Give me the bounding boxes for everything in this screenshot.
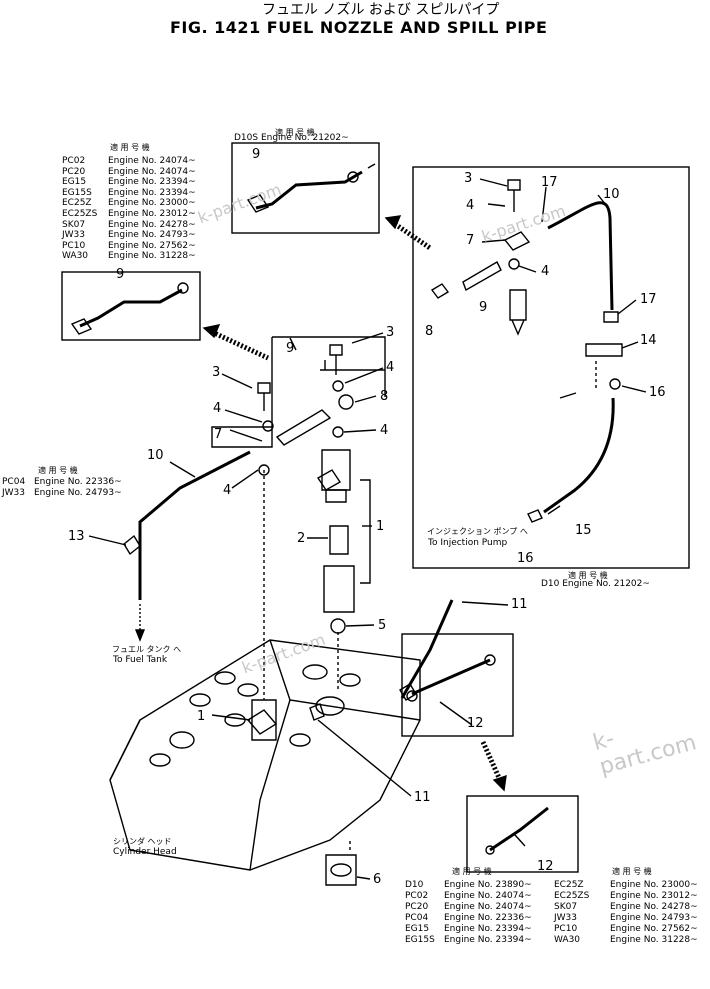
bottom-pipe-box xyxy=(466,795,579,873)
injection-pump-label-jp: インジェクション ポンプ へ xyxy=(427,527,528,536)
callout-1-head: 1 xyxy=(197,709,206,724)
title-japanese: フュエル ノズル および スピルパイプ xyxy=(262,2,500,18)
callout-11-top: 11 xyxy=(511,597,528,612)
right-box-heading: 適 用 号 機 xyxy=(568,571,608,580)
left-list-heading: 適 用 号 機 xyxy=(110,143,150,152)
callout-9-left-box: 9 xyxy=(116,267,125,282)
callout-12-bottom: 12 xyxy=(537,859,554,874)
cylinder-head-label-jp: シリンダ ヘッド xyxy=(113,837,172,846)
callout-8-right: 8 xyxy=(425,324,434,339)
callout-17-right-top: 17 xyxy=(541,175,558,190)
callout-4-left-a: 4 xyxy=(213,401,222,416)
callout-3-right: 3 xyxy=(464,171,473,186)
callout-4-left-b: 4 xyxy=(223,483,232,498)
callout-3-center: 3 xyxy=(386,325,395,340)
callout-11-bottom: 11 xyxy=(414,790,431,805)
callout-12-box: 12 xyxy=(467,716,484,731)
callout-15-right: 15 xyxy=(575,523,592,538)
callout-8-center: 8 xyxy=(380,389,389,404)
callout-4-right-a: 4 xyxy=(466,198,475,213)
callout-14-right: 14 xyxy=(640,333,657,348)
callout-17-right: 17 xyxy=(640,292,657,307)
callout-10-right: 10 xyxy=(603,187,620,202)
callout-1-nozzle: 1 xyxy=(376,519,385,534)
callout-4-center-a: 4 xyxy=(386,360,395,375)
callout-9-right: 9 xyxy=(479,300,488,315)
callout-7-center: 7 xyxy=(214,427,223,442)
callout-4-right-b: 4 xyxy=(541,264,550,279)
callout-5: 5 xyxy=(378,618,387,633)
callout-3-left: 3 xyxy=(212,365,221,380)
callout-10-center: 10 xyxy=(147,448,164,463)
callout-16-right-b: 16 xyxy=(517,551,534,566)
left-pipe-box xyxy=(61,271,201,341)
bottom-heading-left: 適 用 号 機 xyxy=(452,867,492,876)
fuel-tank-label-jp: フュエル タンク へ xyxy=(112,645,182,654)
top-center-engine: D10S Engine No. 21202~ xyxy=(234,133,349,143)
callout-13: 13 xyxy=(68,529,85,544)
callout-9-center: 9 xyxy=(286,341,295,356)
callout-9-top: 9 xyxy=(252,147,261,162)
cylinder-head-label: Cylinder Head xyxy=(113,847,177,857)
bottom-heading-right: 適 用 号 機 xyxy=(612,867,652,876)
mid-left-heading: 適 用 号 機 xyxy=(38,466,78,475)
injection-pump-label: To Injection Pump xyxy=(428,538,508,548)
callout-16-right-a: 16 xyxy=(649,385,666,400)
right-assembly-box xyxy=(412,166,690,569)
page-title: FIG. 1421 FUEL NOZZLE AND SPILL PIPE xyxy=(170,18,548,37)
fuel-tank-label: To Fuel Tank xyxy=(113,655,168,665)
callout-7-right: 7 xyxy=(466,233,475,248)
spill-pipe-box xyxy=(401,633,514,737)
right-box-engine: D10 Engine No. 21202~ xyxy=(541,579,650,589)
top-center-heading: 適 用 号 機 xyxy=(275,128,315,137)
callout-4-center-b: 4 xyxy=(380,423,389,438)
callout-6: 6 xyxy=(373,872,382,887)
callout-2: 2 xyxy=(297,531,306,546)
d10s-pipe-box xyxy=(231,142,380,234)
